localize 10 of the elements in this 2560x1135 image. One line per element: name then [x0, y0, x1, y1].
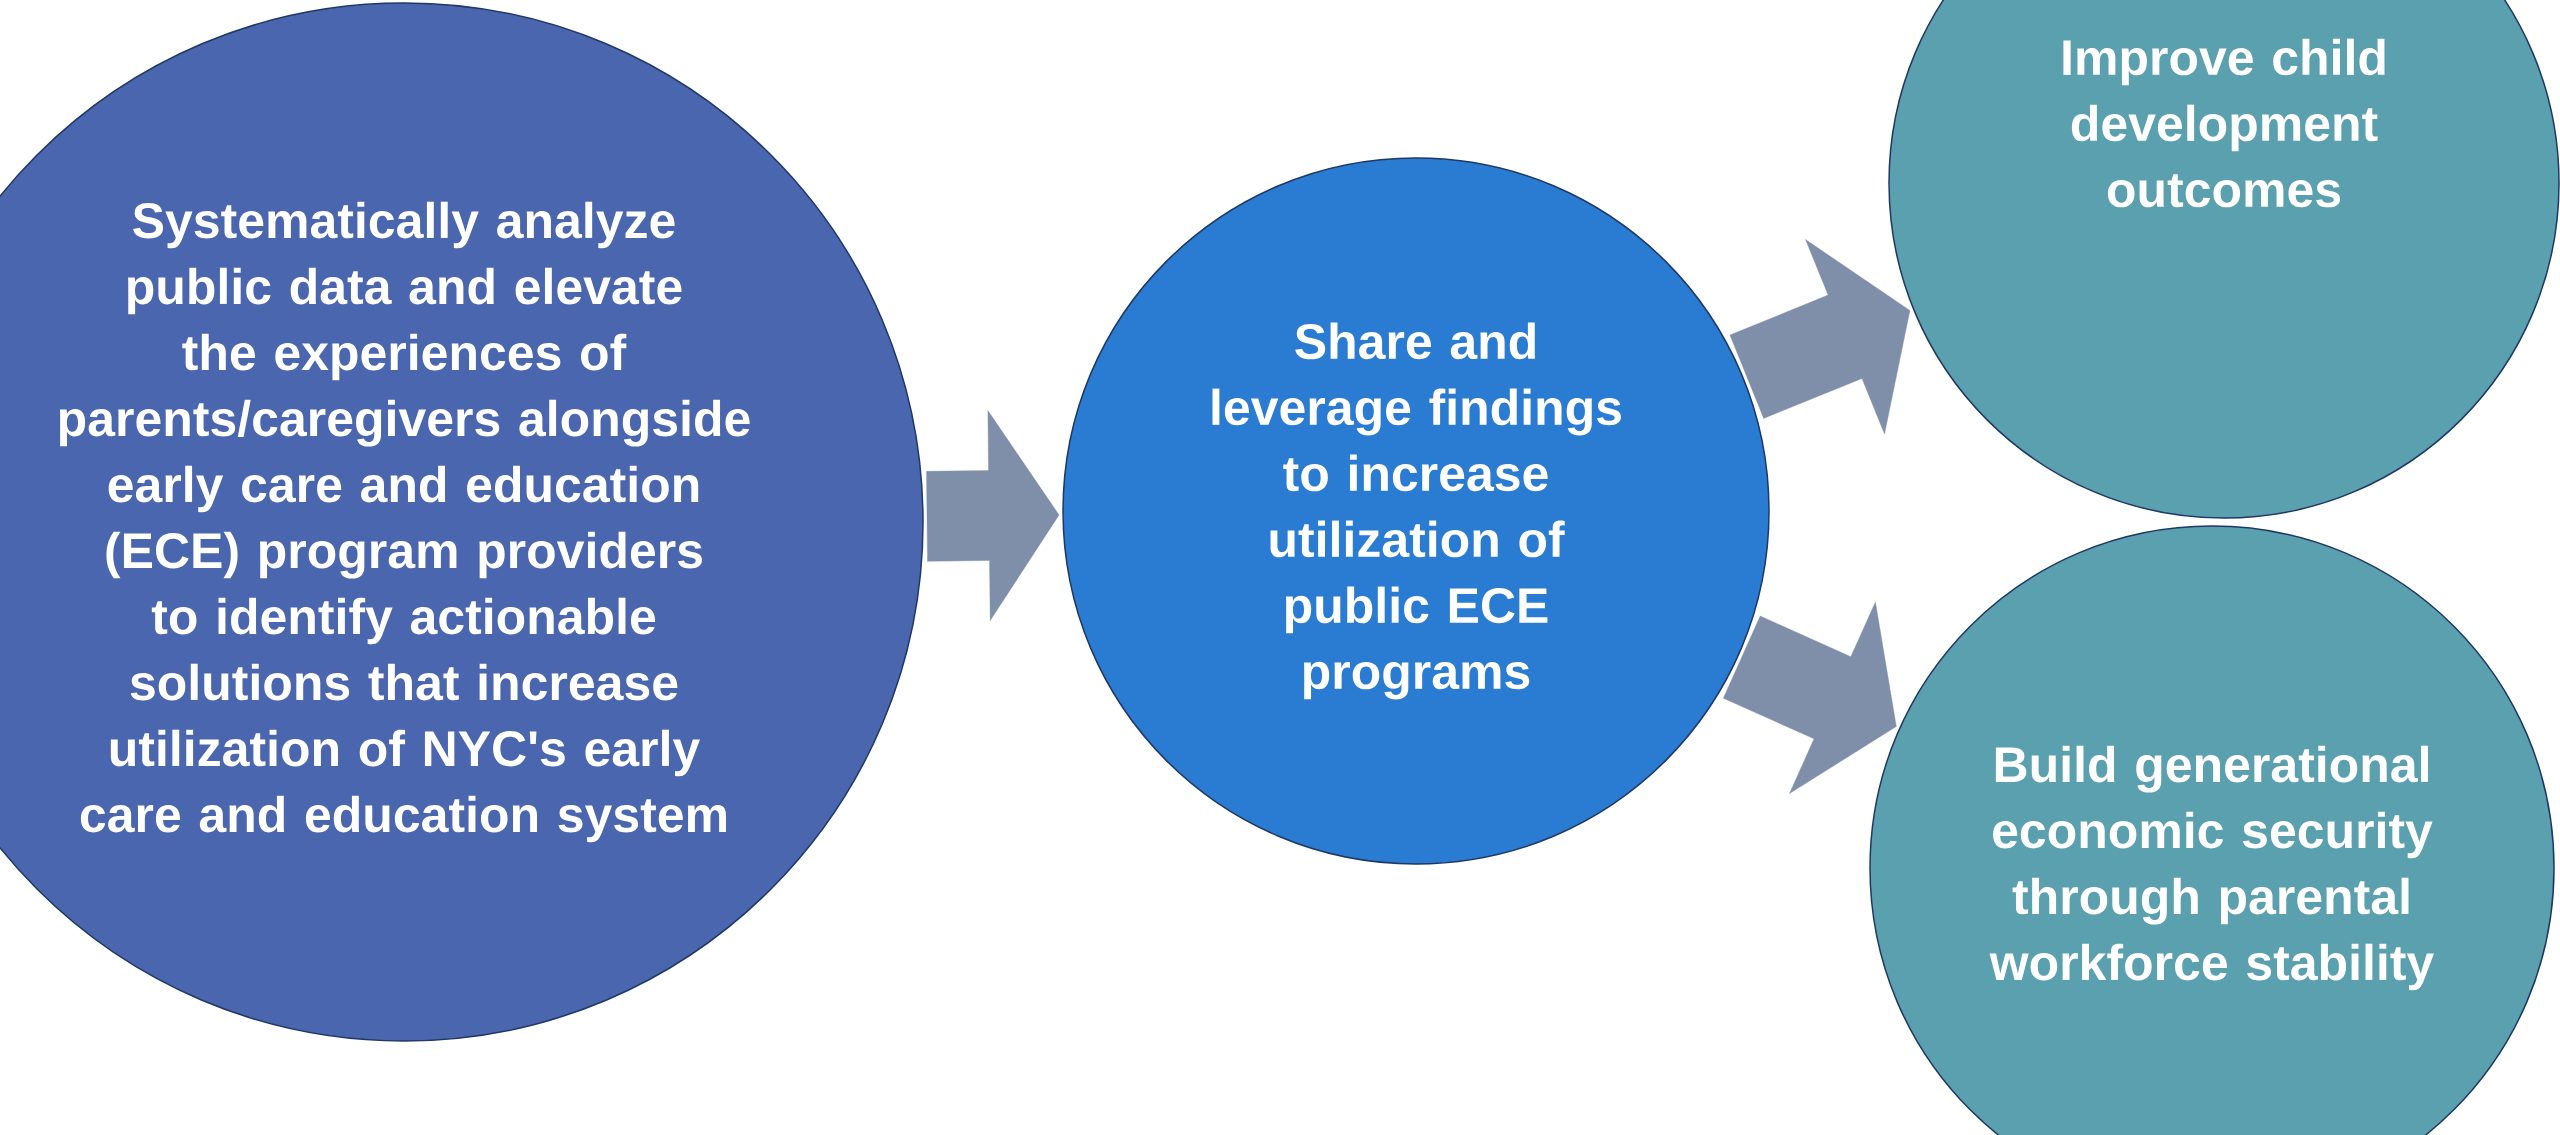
node-text: Build generational economic security through parental workforce stability	[1989, 745, 2434, 991]
node-text: Improve child development outcomes	[2063, 38, 2385, 208]
block-arrow	[926, 410, 1060, 621]
circle	[1869, 525, 2555, 1135]
block-arrow	[1723, 601, 1897, 794]
circle	[1888, 0, 2560, 519]
block-arrow	[1729, 239, 1911, 435]
circle	[1062, 157, 1770, 865]
node-text: Systematically analyze public data and elevate the experiences of parents/caregivers alongside early care and education (ECE) program providers to identify actionable solutions that increase utilization of NYC's early care and education system	[59, 201, 750, 843]
node-text: Share and leverage findings to increase utilization of public ECE programs	[1212, 322, 1621, 700]
